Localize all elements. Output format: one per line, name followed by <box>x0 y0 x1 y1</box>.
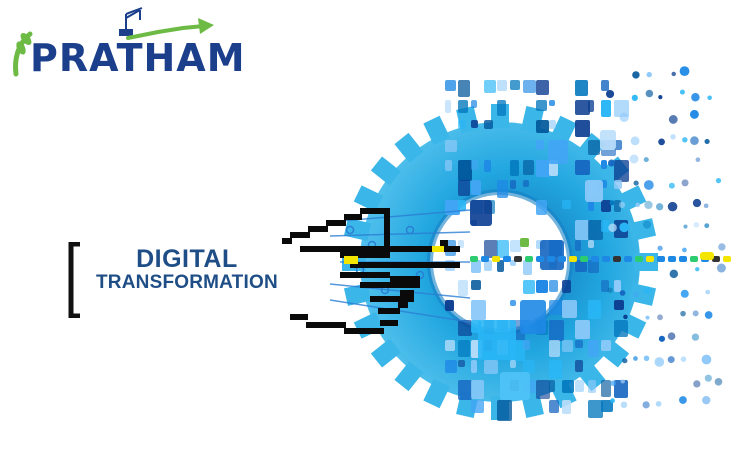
bracket-icon <box>68 242 80 318</box>
headline-line-2: TRANSFORMATION <box>96 272 278 293</box>
logo-arrow-icon <box>126 18 214 40</box>
headline-line-1: DIGITAL <box>136 245 238 273</box>
logo-wordmark: PRATHAM <box>30 36 246 80</box>
logo-crane-icon <box>119 7 143 36</box>
headline: DIGITAL TRANSFORMATION <box>96 247 278 294</box>
pixel-dots <box>470 66 731 409</box>
pixel-squares <box>445 80 629 421</box>
pixel-hand-icon <box>282 208 460 334</box>
pratham-logo: PRATHAM <box>8 4 245 82</box>
